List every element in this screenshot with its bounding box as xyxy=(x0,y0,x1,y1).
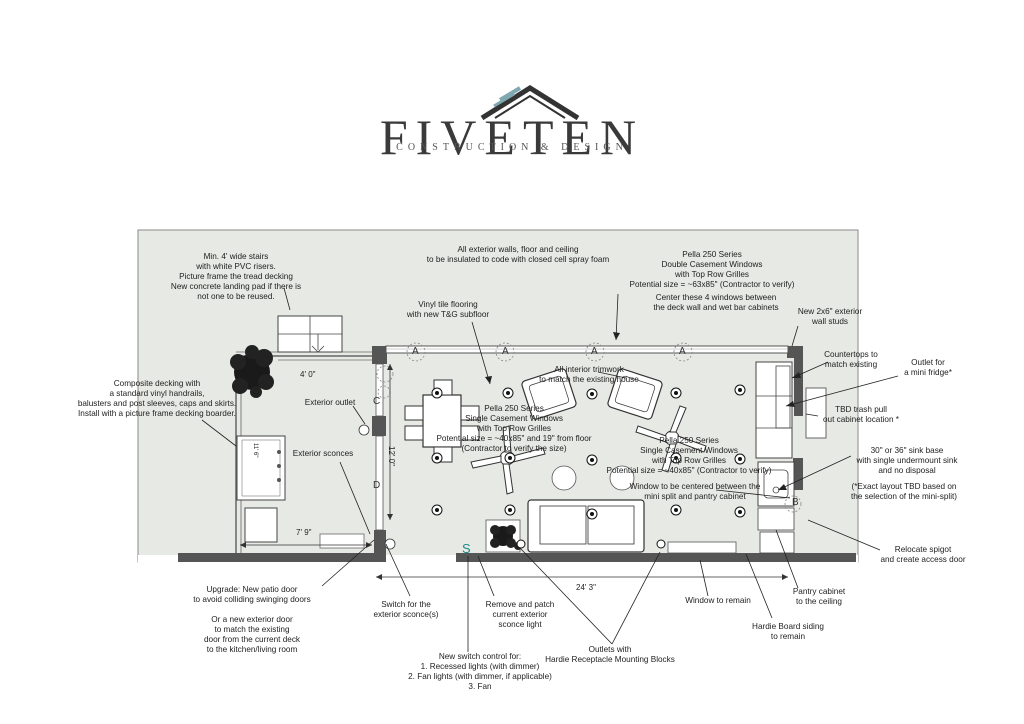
dimension-grill: 11' 6" xyxy=(252,443,258,458)
window-mark-c: C xyxy=(373,396,381,407)
bottom-wall-right xyxy=(456,553,856,562)
window-mark-d: D xyxy=(373,480,381,491)
dimension-deck: 7' 9" xyxy=(296,528,312,537)
window-mark-a: A xyxy=(591,346,598,357)
dimension-landing: 4' 0" xyxy=(300,370,316,379)
potted-plant-icon xyxy=(230,345,274,398)
window-mark-a: A xyxy=(412,346,419,357)
left-window-wall xyxy=(375,363,384,417)
logo-tagline: CONSTRUCTION & DESIGN xyxy=(396,142,628,153)
switch-mark: S xyxy=(462,541,471,556)
deck-cabinet xyxy=(244,507,278,543)
roof-mark-icon xyxy=(480,85,580,121)
wet-bar-counter xyxy=(755,361,793,459)
room-wall-left-bottom xyxy=(374,530,386,560)
ceiling-fan-icon xyxy=(635,405,707,473)
room-wall-right xyxy=(794,346,803,416)
top-window-wall xyxy=(385,345,789,354)
room-wall-left-top xyxy=(372,346,387,364)
grill xyxy=(236,435,286,501)
window-mark-a: A xyxy=(679,346,686,357)
window-mark-b: B xyxy=(792,497,799,508)
note-exterior-outlet: Exterior outlet xyxy=(304,398,356,407)
note-switch-control: New switch control for:1. Recessed light… xyxy=(408,652,552,691)
company-logo: FIVETEN CONSTRUCTION & DESIGN xyxy=(0,0,1024,200)
pantry-cabinet xyxy=(759,531,795,554)
dimension-room-width: 24' 3" xyxy=(576,583,596,592)
note-window-remain: Window to remain xyxy=(685,596,751,605)
window-mark-a: A xyxy=(502,346,509,357)
dining-table xyxy=(422,394,462,448)
window-bench xyxy=(667,541,737,554)
note-exterior-sconces: Exterior sconces xyxy=(292,449,354,458)
logo-wordmark: FIVETEN xyxy=(379,109,645,165)
room-wall-right-lower xyxy=(793,458,803,490)
room-wall-left-mid xyxy=(372,416,386,436)
bottom-wall-left xyxy=(178,553,386,562)
potted-plant-icon xyxy=(490,525,516,548)
dimension-room-depth: 12' 0" xyxy=(387,446,396,466)
